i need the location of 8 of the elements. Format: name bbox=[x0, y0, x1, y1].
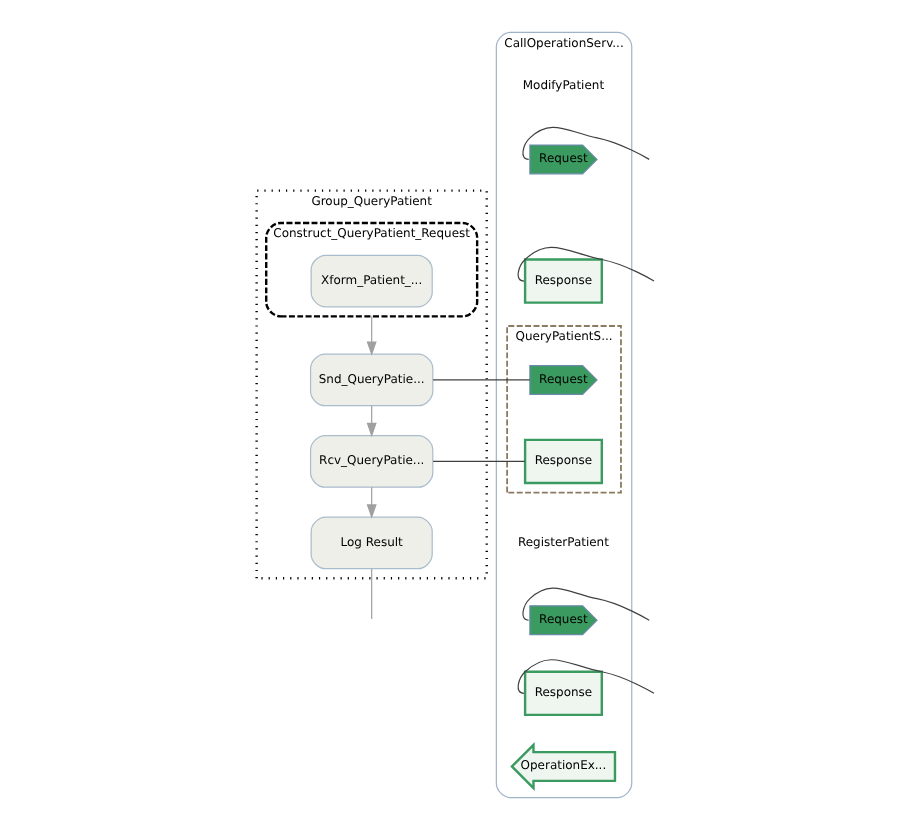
connector bbox=[516, 658, 654, 693]
connector bbox=[370, 567, 372, 619]
connector bbox=[516, 245, 654, 281]
connector bbox=[521, 586, 649, 620]
connector bbox=[521, 125, 649, 159]
connector bbox=[431, 378, 530, 380]
connector bbox=[431, 459, 525, 462]
arrow bbox=[365, 314, 376, 355]
